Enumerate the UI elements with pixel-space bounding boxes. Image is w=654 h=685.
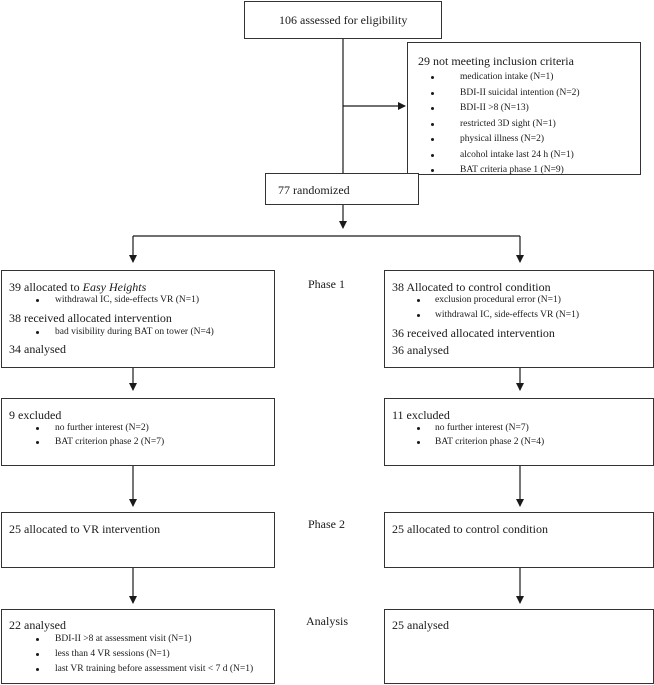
left-final-title: 22 analysed (9, 618, 66, 632)
left-phase2-label: 25 allocated to VR intervention (9, 522, 161, 536)
bullet (431, 169, 434, 172)
left-allocation-box: 39 allocated to Easy Heights withdrawal … (1, 270, 275, 368)
right-excluded-reason: BAT criterion phase 2 (N=4) (435, 437, 545, 447)
excluded-reason: BAT criteria phase 1 (N=9) (460, 165, 564, 175)
right-excluded-reason: no further interest (N=7) (435, 423, 529, 433)
left-final-reason: last VR training before assessment visit… (55, 664, 254, 674)
bullet (417, 427, 420, 430)
right-allocation-box: 38 Allocated to control condition exclus… (384, 270, 654, 368)
right-excluded-title: 11 excluded (392, 408, 450, 422)
left-final-reason: less than 4 VR sessions (N=1) (55, 649, 170, 659)
bullet (431, 154, 434, 157)
right-excluded-box: 11 excluded no further interest (N=7) BA… (384, 398, 654, 466)
bullet (431, 107, 434, 110)
bullet (431, 76, 434, 79)
excluded-reason: alcohol intake last 24 h (N=1) (460, 150, 574, 160)
bullet (36, 638, 39, 641)
left-final-reason: BDI-II >8 at assessment visit (N=1) (55, 634, 192, 644)
left-allocation-prefix: 39 allocated to (9, 280, 83, 294)
left-excluded-title: 9 excluded (9, 408, 62, 422)
bullet (36, 331, 39, 334)
excluded-reason: BDI-II >8 (N=13) (460, 103, 529, 113)
right-received-label: 36 received allocated intervention (392, 326, 555, 340)
excluded-reason: BDI-II suicidal intention (N=2) (460, 88, 580, 98)
right-analysed-label: 36 analysed (392, 343, 449, 357)
randomized-box: 77 randomized (265, 173, 419, 205)
right-allocation-reason: exclusion procedural error (N=1) (435, 295, 561, 305)
left-excluded-reason: no further interest (N=2) (55, 423, 149, 433)
right-allocation-reason: withdrawal IC, side-effects VR (N=1) (435, 310, 580, 320)
excluded-reason: physical illness (N=2) (460, 134, 544, 144)
right-allocation-title: 38 Allocated to control condition (392, 280, 551, 294)
bullet (431, 138, 434, 141)
randomized-label: 77 randomized (278, 183, 350, 197)
bullet (36, 668, 39, 671)
left-allocation-reason: withdrawal IC, side-effects VR (N=1) (55, 295, 200, 305)
assessed-label: 106 assessed for eligibility (279, 13, 408, 27)
excluded-enrollment-box: 29 not meeting inclusion criteria medica… (407, 42, 641, 175)
left-analysed-label: 34 analysed (9, 342, 66, 356)
bullet (36, 299, 39, 302)
bullet (417, 299, 420, 302)
bullet (36, 441, 39, 444)
left-received-reason: bad visibility during BAT on tower (N=4) (55, 327, 214, 337)
left-excluded-box: 9 excluded no further interest (N=2) BAT… (1, 398, 275, 466)
right-phase2-label: 25 allocated to control condition (392, 522, 548, 536)
right-phase2-box: 25 allocated to control condition (384, 512, 654, 568)
excluded-reason: restricted 3D sight (N=1) (460, 119, 556, 129)
right-final-title: 25 analysed (392, 618, 449, 632)
bullet (431, 92, 434, 95)
excluded-enrollment-title: 29 not meeting inclusion criteria (418, 54, 574, 68)
left-final-box: 22 analysed BDI-II >8 at assessment visi… (1, 609, 275, 684)
phase-2-label: Phase 2 (308, 517, 345, 531)
left-excluded-reason: BAT criterion phase 2 (N=7) (55, 437, 165, 447)
bullet (417, 314, 420, 317)
bullet (36, 427, 39, 430)
right-final-box: 25 analysed (384, 609, 654, 684)
left-allocation-intervention: Easy Heights (82, 280, 147, 294)
bullet (431, 123, 434, 126)
phase-1-label: Phase 1 (308, 277, 345, 291)
left-allocation-title: 39 allocated to Easy Heights (9, 281, 146, 293)
analysis-label: Analysis (306, 614, 348, 628)
left-phase2-box: 25 allocated to VR intervention (1, 512, 275, 568)
assessed-box: 106 assessed for eligibility (244, 1, 442, 39)
left-received-label: 38 received allocated intervention (9, 311, 172, 325)
excluded-reason: medication intake (N=1) (460, 72, 554, 82)
bullet (36, 653, 39, 656)
bullet (417, 441, 420, 444)
